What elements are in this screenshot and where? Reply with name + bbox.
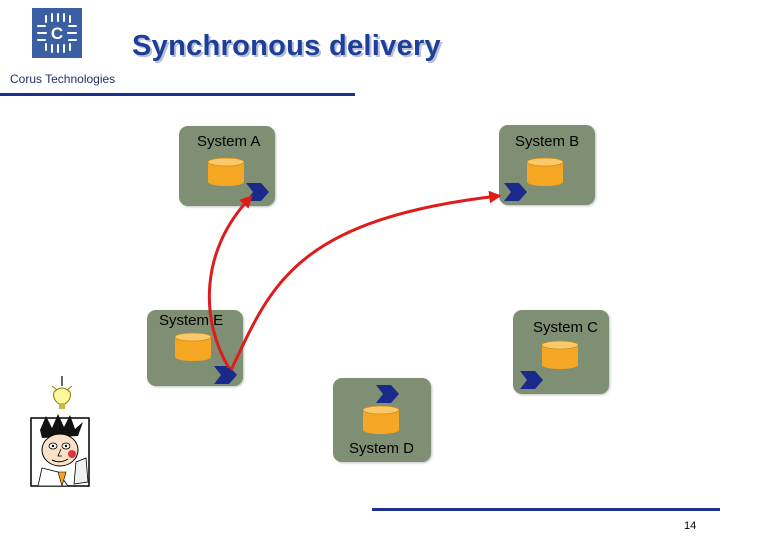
port-arrow-icon: [520, 371, 543, 389]
arrow-e-to-b: [229, 190, 502, 371]
port-arrow-icon: [504, 183, 527, 201]
title-divider: [0, 93, 355, 96]
system-e-label: System E: [159, 312, 224, 329]
system-c-label: System C: [533, 319, 599, 336]
page-number: 14: [684, 520, 697, 532]
lightbulb-icon: [51, 385, 73, 409]
system-d-label: System D: [349, 440, 415, 457]
page-title: Synchronous delivery: [132, 30, 441, 62]
port-arrow-icon: [376, 385, 399, 403]
database-icon: [541, 340, 579, 369]
system-b-label: System B: [515, 133, 580, 150]
footer-divider: [372, 508, 720, 511]
database-icon: [362, 405, 400, 434]
company-logo: C: [32, 8, 82, 58]
person-cartoon-icon: [30, 376, 90, 488]
database-icon: [207, 157, 245, 186]
arrow-e-to-a: [207, 195, 253, 369]
system-a-label: System A: [197, 133, 261, 150]
logo-icon: C: [37, 13, 77, 53]
port-arrow-icon: [214, 366, 237, 384]
database-icon: [174, 332, 212, 361]
svg-text:C: C: [51, 24, 63, 43]
company-name: Corus Technologies: [10, 72, 116, 86]
database-icon: [526, 157, 564, 186]
